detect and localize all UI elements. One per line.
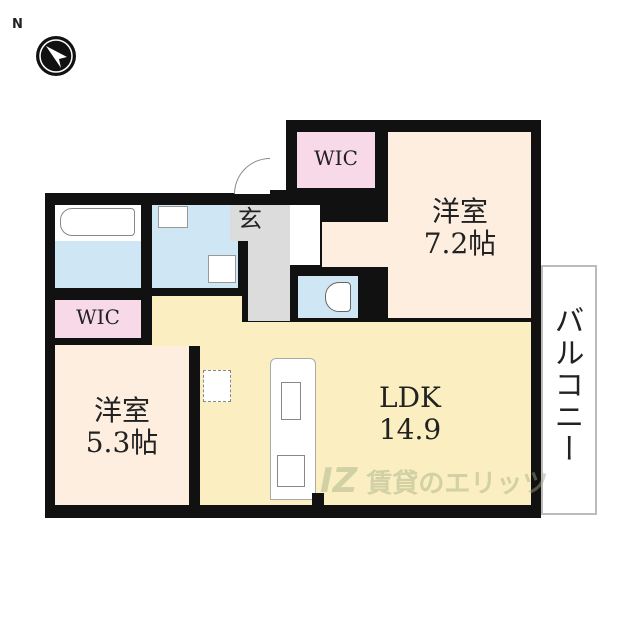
ldk-label: LDK 14.9 bbox=[350, 381, 470, 447]
north-label: N bbox=[12, 17, 23, 32]
room-name: 洋室 bbox=[431, 195, 488, 228]
toilet-icon bbox=[325, 282, 351, 312]
storage-icon bbox=[203, 370, 231, 402]
north-arrow-icon bbox=[36, 36, 76, 76]
wic-left bbox=[55, 300, 141, 338]
bathtub-icon bbox=[60, 208, 135, 236]
bathroom bbox=[55, 241, 141, 288]
bedroom-5-3-label: 洋室 5.3帖 bbox=[62, 394, 182, 460]
ldk bbox=[200, 322, 531, 505]
wall bbox=[312, 493, 324, 513]
wic-top-label: WIC bbox=[314, 146, 358, 170]
balcony bbox=[541, 265, 597, 515]
watermark: IZ 賃貸のエリッツ bbox=[320, 461, 549, 501]
entrance bbox=[230, 205, 290, 241]
wic-top bbox=[297, 132, 375, 188]
bedroom-7-2-label: 洋室 7.2帖 bbox=[400, 195, 520, 261]
door-swing-icon bbox=[234, 158, 270, 194]
washing-machine-icon bbox=[208, 255, 236, 283]
ldk-left bbox=[152, 296, 200, 346]
watermark-logo: IZ bbox=[320, 461, 358, 501]
bedroom-5-3 bbox=[55, 345, 189, 505]
room-size: 5.3帖 bbox=[85, 426, 159, 460]
balcony-label: バルコニー bbox=[548, 305, 584, 465]
kitchen-sink-icon bbox=[281, 382, 301, 420]
wic-left-label: WIC bbox=[76, 305, 120, 329]
entrance-label: 玄 bbox=[238, 205, 262, 233]
hallway-2 bbox=[290, 205, 320, 265]
bedroom-7-2-ext bbox=[322, 222, 392, 267]
room-name: LDK bbox=[379, 381, 441, 414]
room-size: 7.2帖 bbox=[423, 227, 497, 261]
stove-icon bbox=[277, 455, 305, 487]
room-size: 14.9 bbox=[378, 413, 442, 447]
room-name: 洋室 bbox=[93, 394, 150, 427]
bedroom-7-2 bbox=[388, 132, 531, 318]
sink-icon bbox=[158, 206, 188, 228]
hallway bbox=[248, 241, 290, 321]
watermark-text: 賃貸のエリッツ bbox=[366, 469, 549, 499]
